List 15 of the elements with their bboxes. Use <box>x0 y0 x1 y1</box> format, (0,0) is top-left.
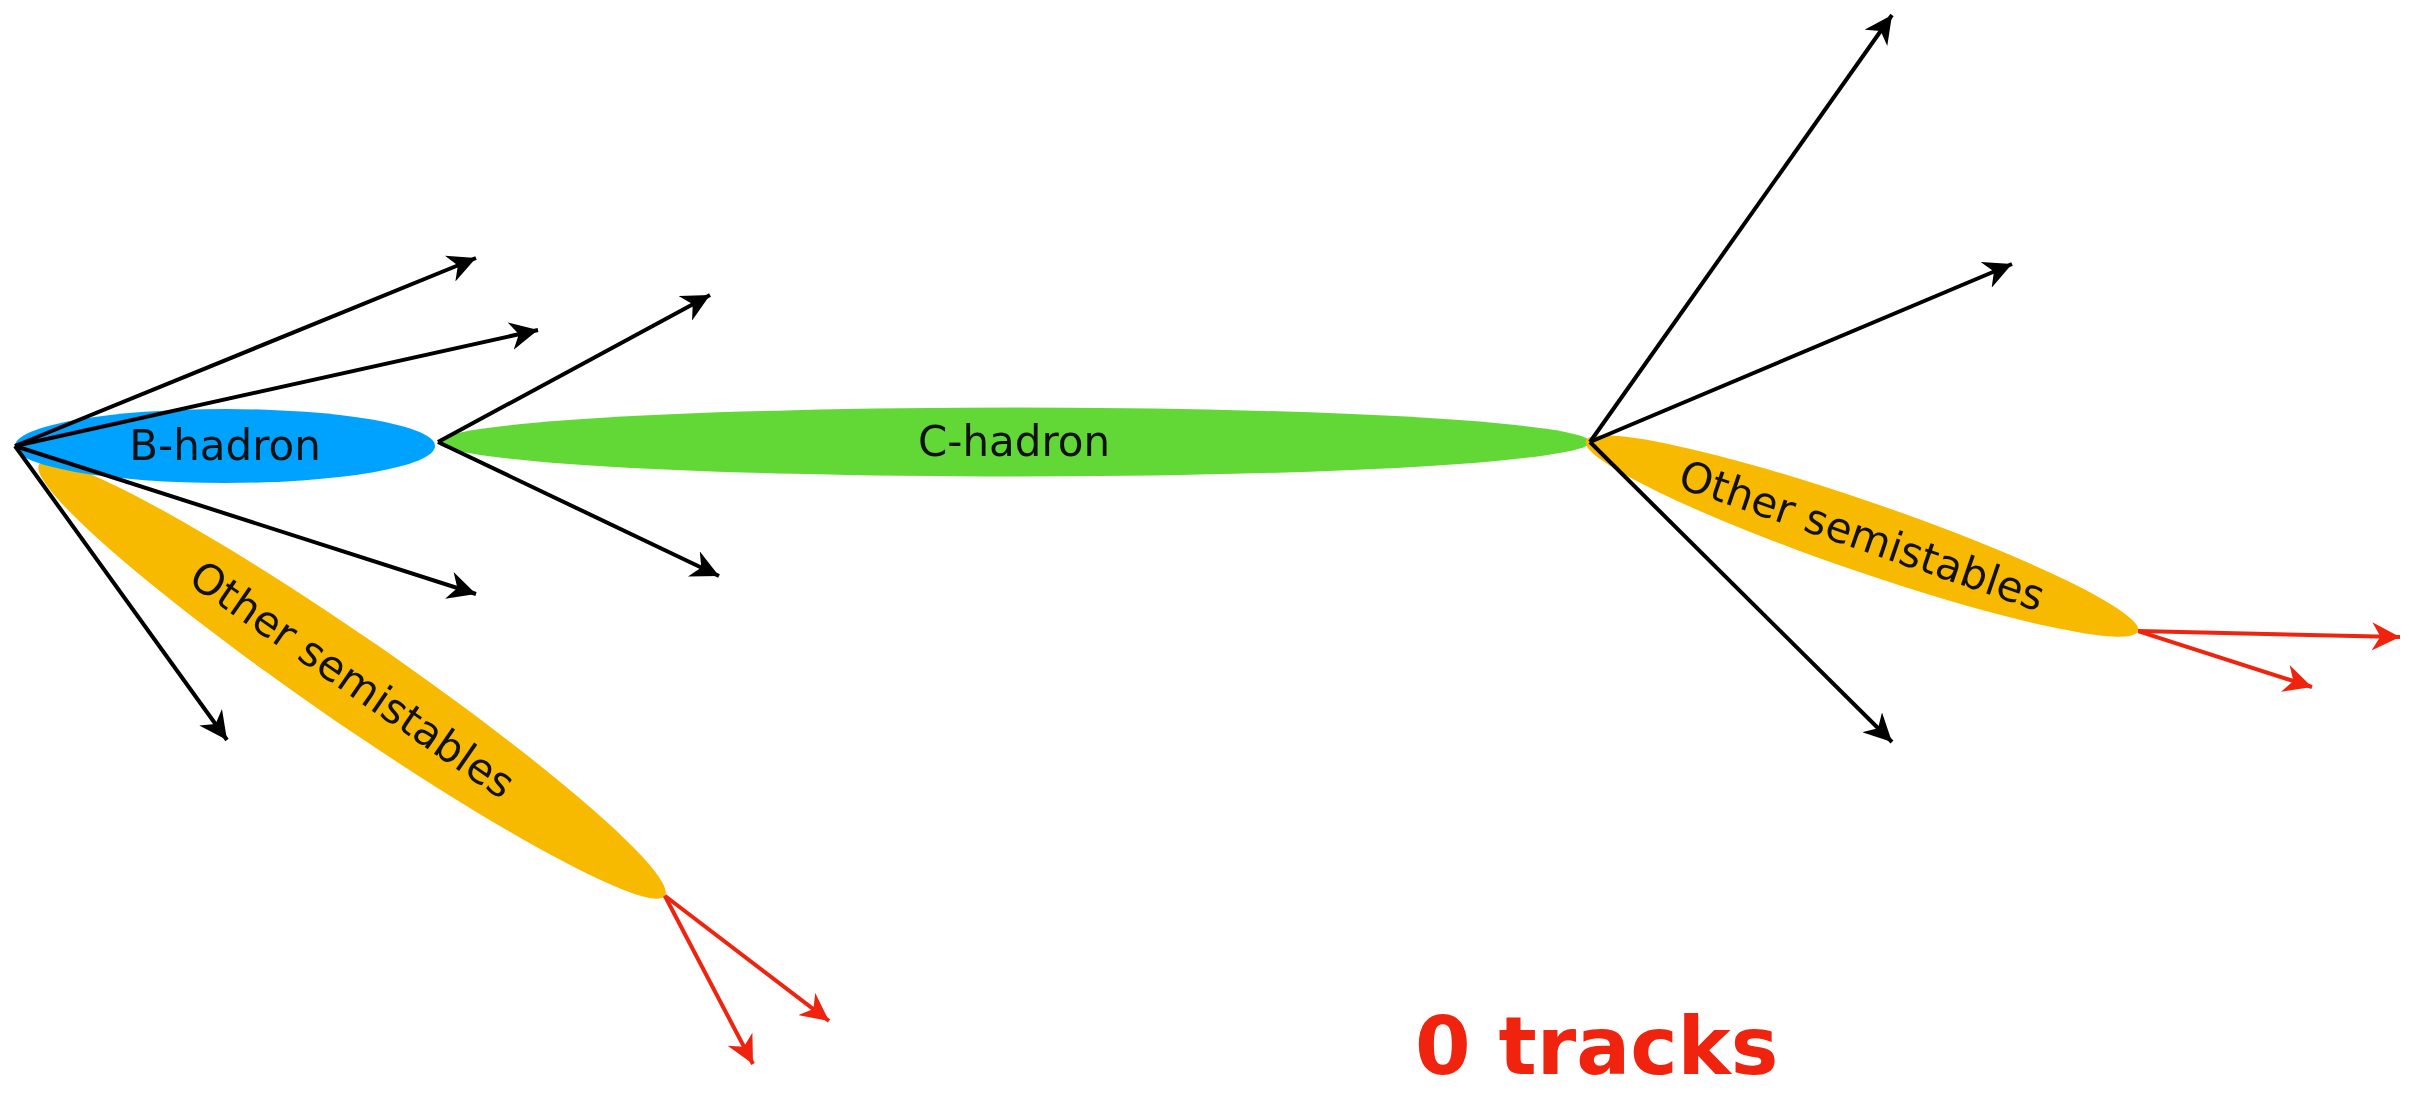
track-arrow <box>13 444 229 742</box>
track-arrow <box>663 894 831 1023</box>
track-arrow <box>2138 622 2401 651</box>
track-arrow <box>1588 440 1894 744</box>
track-arrow <box>1589 262 2013 444</box>
track-arrow <box>437 440 720 578</box>
track-arrow <box>14 444 477 599</box>
track-arrow <box>663 894 755 1065</box>
track-arrow <box>2137 629 2313 692</box>
track-arrow <box>14 322 539 448</box>
track-arrow <box>437 293 711 444</box>
particle-ellipse: B-hadron <box>15 409 435 483</box>
track-arrow <box>14 255 477 448</box>
track-arrow <box>1588 13 1894 444</box>
annotation-text: 0 tracks <box>1415 1000 1779 1093</box>
